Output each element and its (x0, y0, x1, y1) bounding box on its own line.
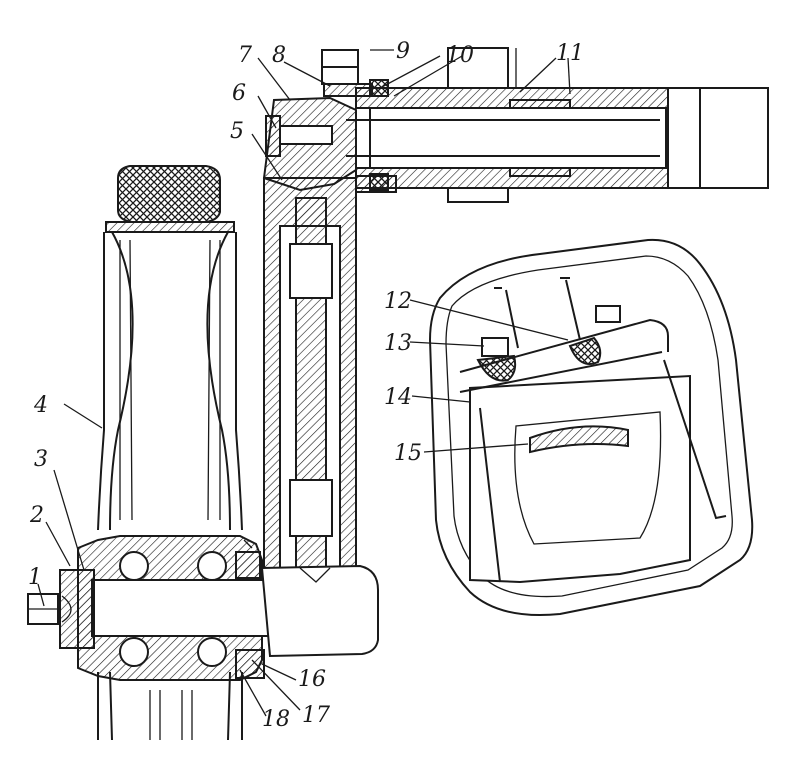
inset-nut-2 (595, 305, 621, 323)
rim-spoke-right (207, 239, 221, 521)
bearing-ball-upper-right (197, 551, 227, 581)
upper-joint (262, 49, 397, 193)
callout-12: 12 (384, 289, 412, 314)
lower-clamp-flange (355, 175, 397, 193)
bearing-ball-lower-right (197, 637, 227, 667)
inset-bead-right (568, 336, 602, 365)
callout-7: 7 (238, 43, 252, 68)
inset-plate (469, 374, 691, 584)
callout-10: 10 (446, 43, 474, 68)
callout-14: 14 (384, 385, 412, 410)
joint-bolt (279, 125, 333, 145)
rim-spoke-left (119, 239, 133, 521)
callout-16: 16 (298, 667, 326, 692)
sleeve-insert-lower (509, 167, 571, 177)
wheel-disk-left (97, 231, 134, 531)
bolt-head (265, 115, 281, 157)
hub-bore (91, 579, 271, 637)
wheel (97, 165, 243, 741)
shaft-collar-lower (289, 479, 333, 537)
shaft-collar-upper (289, 243, 333, 299)
inset-pad (529, 425, 629, 454)
callout-17: 17 (302, 703, 330, 728)
inset-clamp-bar (459, 318, 669, 393)
callout-18: 18 (262, 707, 290, 732)
inset-outline (428, 238, 754, 617)
oil-seal-upper (369, 79, 389, 97)
hub-cap (59, 569, 95, 649)
callout-5: 5 (230, 119, 244, 144)
tube-inner (369, 107, 667, 169)
inset-bead-left (476, 354, 517, 382)
inner-rod (346, 119, 660, 157)
callout-1: 1 (28, 565, 42, 590)
tire-bottom (97, 671, 243, 741)
callout-3: 3 (34, 447, 48, 472)
callout-labels: 1 2 3 4 5 6 7 8 9 10 11 12 13 14 15 16 1… (28, 39, 584, 732)
inset-nut (481, 337, 509, 357)
callout-15: 15 (394, 441, 422, 466)
callout-9: 9 (396, 39, 410, 64)
inset-side-rods (479, 359, 727, 583)
tire-tread (117, 165, 221, 223)
callout-8: 8 (272, 43, 286, 68)
callout-13: 13 (384, 331, 412, 356)
inset-rails (494, 277, 581, 349)
horizontal-tube (346, 47, 769, 203)
wheel-disk-right (206, 231, 243, 531)
inset-recess (514, 411, 662, 545)
mounting-bracket-top (447, 47, 509, 89)
callout-2: 2 (29, 503, 44, 528)
axle-block (260, 564, 379, 658)
end-plug (667, 87, 769, 189)
bearing-ball-lower-left (119, 637, 149, 667)
leader-lines (37, 49, 571, 717)
hub-assembly (27, 535, 271, 681)
wheel-web (105, 221, 235, 233)
tire-bottom-ribs (149, 690, 193, 740)
callout-11: 11 (556, 41, 584, 66)
bearing-ball-upper-left (119, 551, 149, 581)
inset-inner-border (445, 255, 733, 598)
clamp-flange (323, 83, 373, 97)
callout-6: 6 (232, 81, 246, 106)
mounting-bracket-bottom (447, 187, 509, 203)
cotter-pin (61, 595, 72, 623)
inset-view (428, 238, 754, 617)
sleeve-insert (509, 99, 571, 109)
seal-ring (235, 551, 261, 579)
seal-ring-lower (235, 649, 265, 679)
callout-4: 4 (33, 393, 48, 418)
strut (260, 177, 379, 658)
